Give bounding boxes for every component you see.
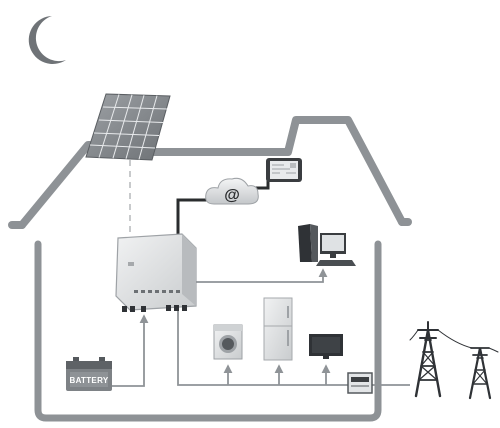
power-wiring [106,268,410,387]
tablet-device [266,158,302,182]
solar-panel [85,93,171,161]
transmission-towers [409,321,499,400]
email-symbol: @ [224,187,240,204]
desktop-computer [298,224,356,266]
television [309,334,343,359]
network-cable [176,198,214,238]
electricity-meter [347,372,373,394]
battery [66,357,112,391]
refrigerator [263,297,293,361]
battery-label: BATTERY [70,376,109,385]
inverter [115,233,197,312]
moon-icon [28,16,66,64]
cloud-icon [205,177,259,205]
washing-machine [213,324,243,360]
tablet-cable [252,180,270,190]
